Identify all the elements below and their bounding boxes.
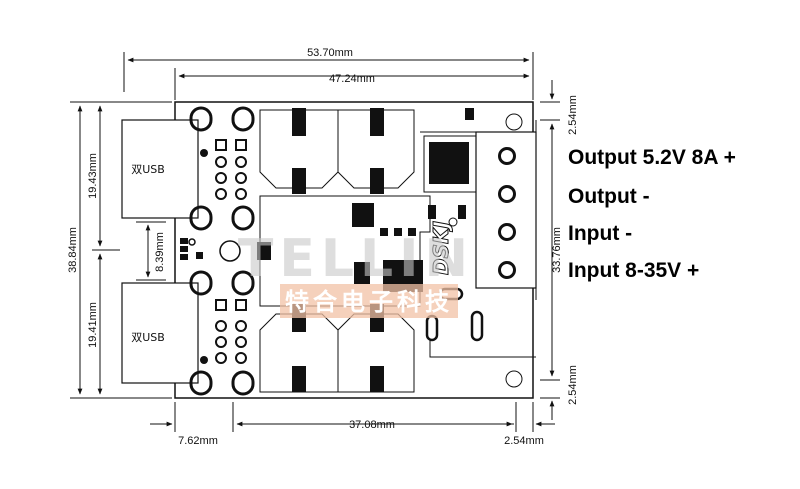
dim-right-top: 2.54mm xyxy=(567,95,579,135)
mounting-hole-bottom xyxy=(505,370,523,388)
dim-usb-gap: 8.39mm xyxy=(154,232,166,272)
usb-pads-upper xyxy=(189,106,255,231)
dim-pcb-width: 47.24mm xyxy=(329,73,375,85)
dim-right-height: 33.76mm xyxy=(551,227,563,273)
usb-label-upper: 双USB xyxy=(131,163,165,176)
watermark-subtitle: 特合电子科技 xyxy=(285,288,453,316)
terminal-output-plus xyxy=(498,147,516,165)
label-output-minus: Output - xyxy=(568,185,650,208)
led-area xyxy=(180,238,241,262)
watermark-bar xyxy=(280,284,458,318)
pad-dot-upper xyxy=(200,149,208,157)
usb-label-lower: 双USB xyxy=(131,331,165,344)
dim-left-offset: 7.62mm xyxy=(178,435,218,447)
dim-overall-height: 38.84mm xyxy=(67,227,79,273)
inductor-upper-right xyxy=(337,108,415,194)
pad-dot-lower xyxy=(200,356,208,364)
dim-usb-upper-height: 19.43mm xyxy=(87,153,99,199)
terminal-labels: Output 5.2V 8A + Output - Input - Input … xyxy=(568,146,736,282)
mounting-hole-top xyxy=(505,113,523,131)
usb-pins-upper xyxy=(215,139,247,200)
led-indicator xyxy=(219,240,241,262)
usb-port-upper: 双USB xyxy=(121,119,199,219)
usb-pads-lower xyxy=(189,270,255,396)
usb-port-lower: 双USB xyxy=(121,282,199,384)
label-output-plus: Output 5.2V 8A + xyxy=(568,146,736,169)
usb-pins-lower xyxy=(215,299,247,364)
dim-right-bottom: 2.54mm xyxy=(567,365,579,405)
label-input-plus: Input 8-35V + xyxy=(568,259,699,282)
dimension-labels: 53.70mm 47.24mm 37.08mm 7.62mm 2.54mm 38… xyxy=(67,47,579,447)
terminal-output-minus xyxy=(498,185,516,203)
dim-usb-lower-height: 19.41mm xyxy=(87,302,99,348)
dim-bottom-span: 37.08mm xyxy=(349,419,395,431)
terminal-input-plus xyxy=(498,261,516,279)
central-region-outline xyxy=(259,195,431,307)
watermark-brand: TELLIN xyxy=(238,229,474,289)
pcb-outline xyxy=(174,101,534,399)
dim-overall-width: 53.70mm xyxy=(307,47,353,59)
silkscreen-logo: DSKJ xyxy=(429,220,453,275)
dim-right-offset: 2.54mm xyxy=(504,435,544,447)
terminal-block xyxy=(475,120,537,300)
label-input-minus: Input - xyxy=(568,222,632,245)
dimension-lines xyxy=(70,52,560,432)
terminal-input-minus xyxy=(498,223,516,241)
watermark: TELLIN 特合电子科技 xyxy=(238,229,474,318)
